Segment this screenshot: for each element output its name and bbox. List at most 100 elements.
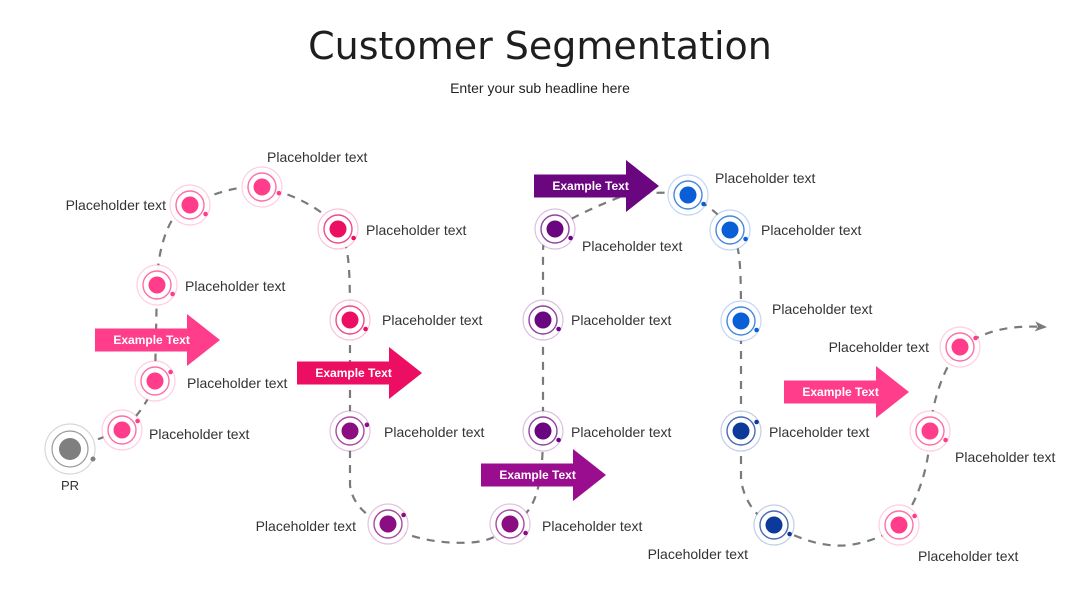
path-node[interactable]: Placeholder text	[878, 504, 1019, 564]
node-marker	[787, 531, 792, 537]
node-marker	[168, 369, 173, 375]
page-title: Customer Segmentation	[308, 24, 772, 68]
node-dot	[951, 338, 969, 356]
path-node[interactable]: Placeholder text	[829, 326, 981, 368]
path-node[interactable]: Placeholder text	[101, 409, 250, 451]
arrow-label: Example Text	[802, 385, 878, 399]
node-ring	[528, 305, 558, 335]
node-marker	[523, 530, 528, 536]
node-dot	[890, 516, 908, 534]
example-arrow[interactable]: Example Text	[95, 314, 220, 366]
path-node[interactable]: Placeholder text	[134, 360, 288, 402]
node-ring	[142, 270, 172, 300]
node-ring	[373, 509, 403, 539]
node-label: Placeholder text	[267, 149, 368, 165]
node-ring	[335, 305, 365, 335]
node-label: Placeholder text	[918, 548, 1019, 564]
node-label: Placeholder text	[366, 222, 467, 238]
node-dot	[534, 311, 552, 329]
node-ring	[945, 332, 975, 362]
path-node[interactable]: Placeholder text	[522, 410, 672, 452]
node-label: Placeholder text	[571, 312, 672, 328]
example-arrow[interactable]: Example Text	[534, 160, 659, 212]
node-marker	[743, 236, 748, 242]
example-arrow[interactable]: Example Text	[297, 347, 422, 399]
path-node[interactable]: Placeholder text	[667, 170, 816, 216]
node-ring	[540, 214, 570, 244]
node-ring	[528, 416, 558, 446]
node-label: Placeholder text	[66, 197, 167, 213]
start-node[interactable]: PR	[44, 423, 96, 493]
node-dot	[253, 178, 271, 196]
node-marker	[203, 211, 208, 217]
node-dot	[534, 422, 552, 440]
node-label: Placeholder text	[761, 222, 862, 238]
node-label: Placeholder text	[571, 424, 672, 440]
node-label: Placeholder text	[384, 424, 485, 440]
arrow-label: Example Text	[552, 179, 628, 193]
node-ring	[335, 416, 365, 446]
node-label: Placeholder text	[715, 170, 816, 186]
arrow-label: Example Text	[315, 366, 391, 380]
node-ring	[323, 214, 353, 244]
node-ring	[247, 172, 277, 202]
node-ring	[884, 510, 914, 540]
path-node[interactable]: Placeholder text	[648, 504, 795, 562]
path-node[interactable]: Placeholder text	[909, 410, 1056, 465]
path-node[interactable]: Placeholder text	[329, 410, 485, 452]
node-label: Placeholder text	[542, 518, 643, 534]
node-marker	[364, 422, 370, 428]
node-marker	[170, 291, 175, 297]
node-dot	[921, 422, 939, 440]
node-dot	[679, 186, 697, 204]
path-node[interactable]: Placeholder text	[534, 208, 683, 254]
node-label: Placeholder text	[185, 278, 286, 294]
node-label: Placeholder text	[769, 424, 870, 440]
node-dot	[765, 516, 783, 534]
node-dot	[329, 220, 347, 238]
node-marker	[351, 235, 356, 241]
path-node[interactable]: Placeholder text	[489, 503, 643, 545]
path-node[interactable]: Placeholder text	[709, 209, 862, 251]
node-dot	[732, 312, 750, 330]
node-ring	[715, 215, 745, 245]
node-marker	[135, 418, 140, 424]
node-marker	[276, 190, 282, 196]
node-ring	[726, 306, 756, 336]
path-node[interactable]: Placeholder text	[317, 208, 467, 250]
node-label: Placeholder text	[648, 546, 749, 562]
node-ring	[673, 180, 703, 210]
node-marker	[401, 512, 406, 518]
node-ring	[175, 190, 205, 220]
example-arrow[interactable]: Example Text	[481, 449, 606, 501]
arrow-label: Example Text	[499, 468, 575, 482]
node-dot	[181, 196, 199, 214]
path-node[interactable]: Placeholder text	[256, 503, 409, 545]
node-label: Placeholder text	[256, 518, 357, 534]
arrow-shape	[95, 314, 220, 366]
node-label: Placeholder text	[582, 238, 683, 254]
path-node[interactable]: Placeholder text	[66, 184, 211, 226]
path-node[interactable]: Placeholder text	[329, 299, 483, 341]
path-node[interactable]: Placeholder text	[720, 410, 870, 452]
example-arrow[interactable]: Example Text	[784, 366, 909, 418]
node-marker	[754, 327, 759, 333]
arrow-shape	[297, 347, 422, 399]
node-label: Placeholder text	[187, 375, 288, 391]
node-marker	[754, 419, 759, 425]
path-node[interactable]: Placeholder text	[720, 300, 873, 342]
node-ring	[107, 415, 137, 445]
node-dot	[546, 220, 564, 238]
node-marker	[556, 326, 561, 332]
node-ring	[495, 509, 525, 539]
arrow-label: Example Text	[113, 333, 189, 347]
node-marker	[973, 335, 978, 341]
node-marker	[701, 201, 706, 207]
path-node[interactable]: Placeholder text	[241, 149, 368, 208]
path-node[interactable]: Placeholder text	[136, 264, 286, 306]
path-node[interactable]: Placeholder text	[522, 299, 672, 341]
start-label: PR	[61, 478, 79, 493]
